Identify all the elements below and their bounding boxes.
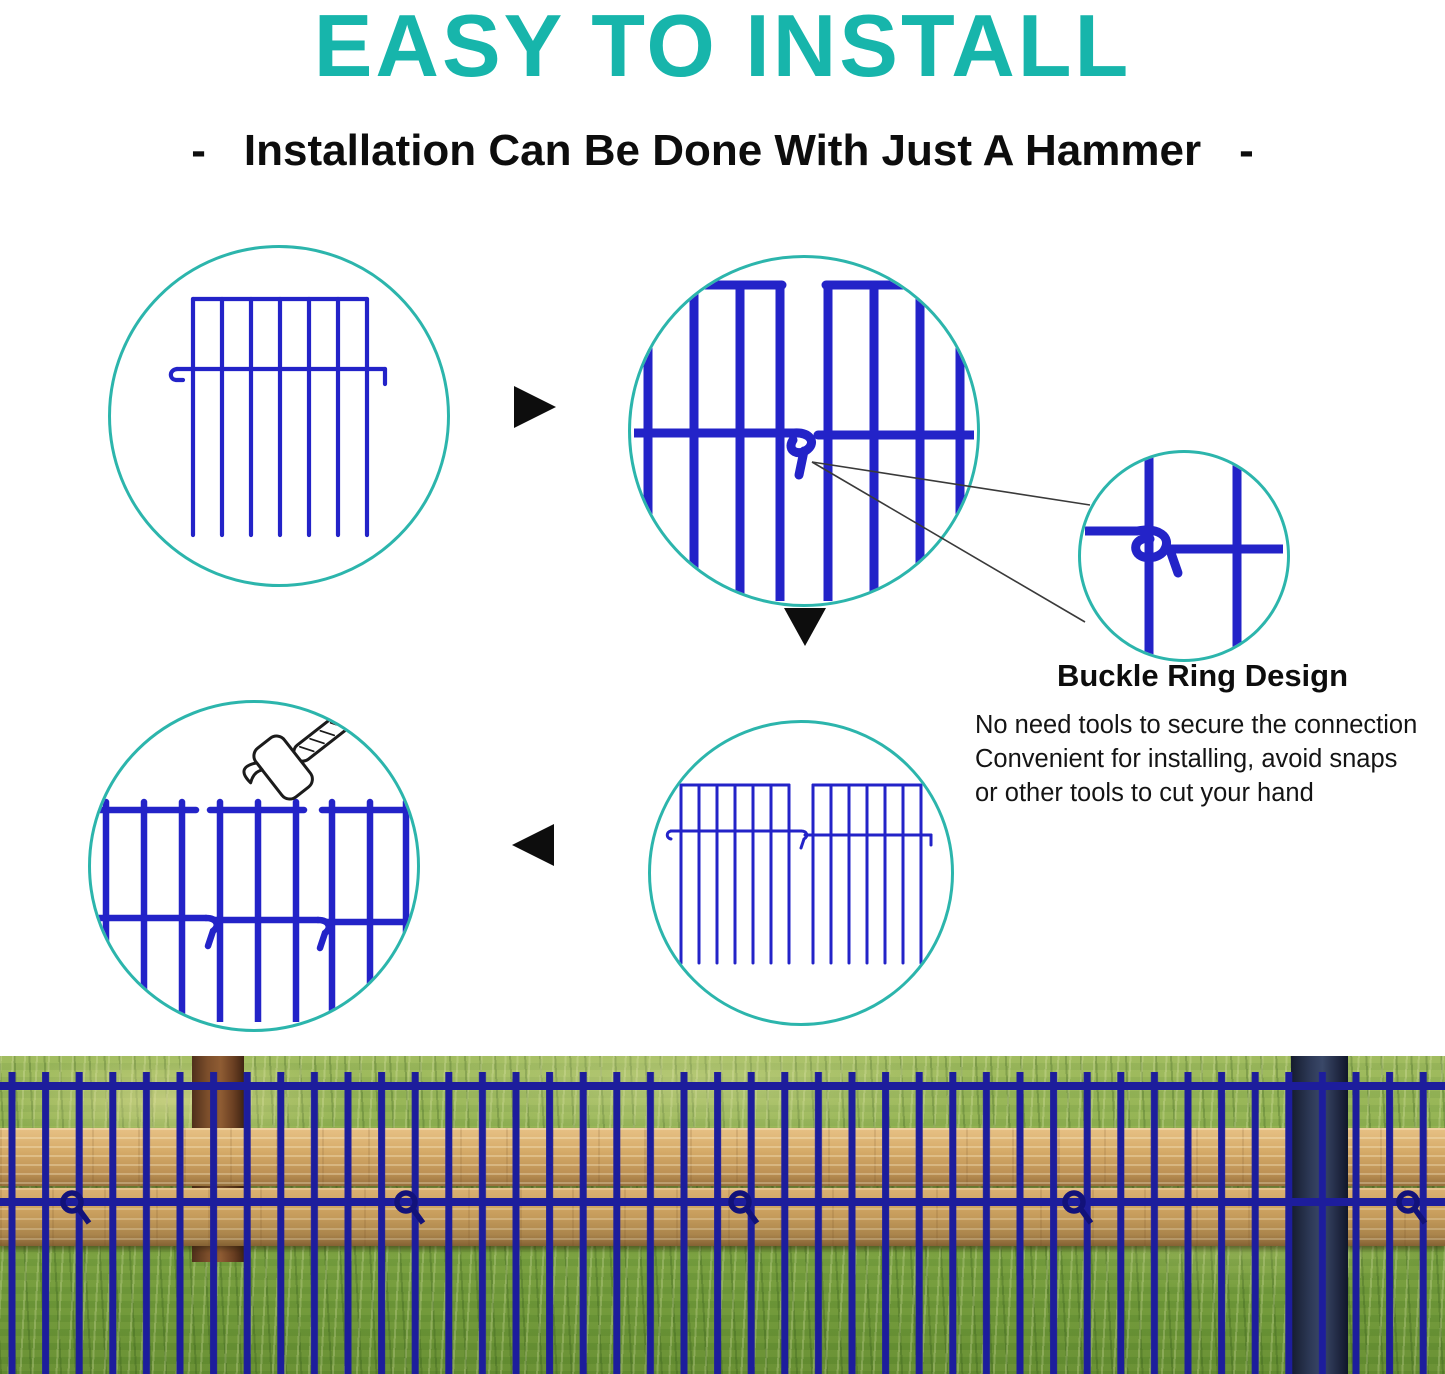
- subtitle-text: Installation Can Be Done With Just A Ham…: [243, 126, 1202, 175]
- step-4-hammer-install-circle: [88, 700, 420, 1032]
- buckle-ring-drawing: [1085, 457, 1283, 655]
- connect-panels-drawing: [634, 280, 974, 601]
- page-title: EASY TO INSTALL: [313, 0, 1132, 95]
- arrow-down-icon: [784, 608, 826, 646]
- step-3-connected-panels-circle: [648, 720, 954, 1026]
- buckle-ring-callout: Buckle Ring Design No need tools to secu…: [975, 658, 1430, 811]
- hammer-icon: [242, 710, 380, 801]
- page-subtitle: - Installation Can Be Done With Just A H…: [0, 126, 1445, 176]
- buckle-ring-closeup-circle: [1078, 450, 1290, 662]
- single-panel-drawing: [168, 296, 388, 538]
- connected-panels-drawing: [665, 783, 933, 964]
- arrow-left-icon: [512, 824, 554, 866]
- callout-line-2: Convenient for installing, avoid snaps: [975, 744, 1398, 773]
- step-1-single-panel-circle: [108, 245, 450, 587]
- installed-fence-photo: [0, 1056, 1445, 1374]
- subtitle-dash-right: -: [1239, 126, 1254, 175]
- callout-line-1: No need tools to secure the connection: [975, 711, 1418, 739]
- blue-fence-overlay: [0, 1056, 1445, 1374]
- hammer-install-drawing: [98, 710, 410, 1022]
- callout-body: No need tools to secure the connection C…: [975, 709, 1430, 811]
- arrow-right-icon: [514, 386, 556, 428]
- subtitle-dash-left: -: [191, 126, 206, 175]
- step-2-connect-panels-circle: [628, 255, 980, 607]
- buckle-hooks: [60, 1190, 1428, 1225]
- callout-line-3: or other tools to cut your hand: [975, 778, 1314, 807]
- callout-title: Buckle Ring Design: [1056, 658, 1349, 693]
